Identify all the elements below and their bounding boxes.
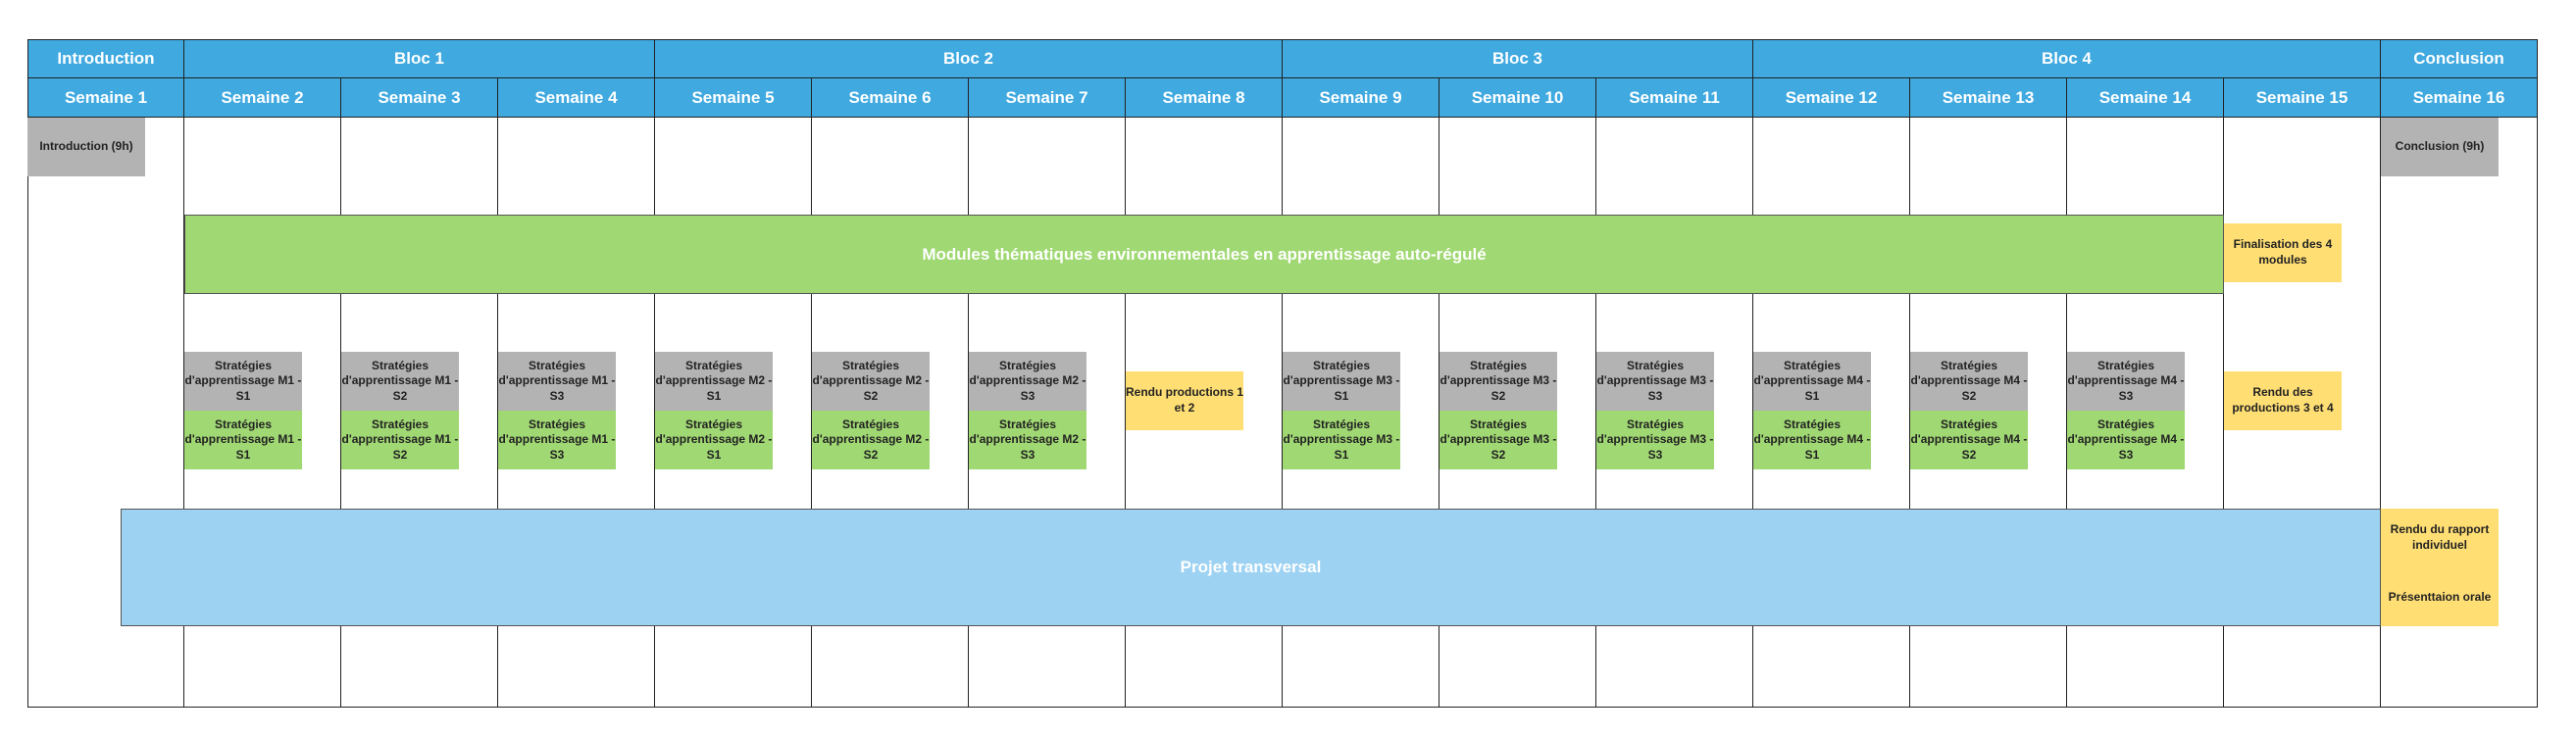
rendu-productions-3-4-box: Rendu des productions 3 et 4 [2224,371,2342,430]
block-header-1: Introduction [27,39,184,78]
finalisation-box: Finalisation des 4 modules [2224,223,2342,282]
strategy-box-green: Stratégies d'apprentissage M4 - S3 [2067,411,2185,469]
week-header-10: Semaine 10 [1440,78,1596,118]
strategy-box-green: Stratégies d'apprentissage M3 - S3 [1596,411,1714,469]
week-header-5: Semaine 5 [655,78,812,118]
modules-band: Modules thématiques environnementales en… [184,215,2224,294]
week-header-9: Semaine 9 [1283,78,1440,118]
block-header-6: Conclusion [2381,39,2538,78]
strategy-box-gray: Stratégies d'apprentissage M1 - S1 [184,352,302,411]
week-header-3: Semaine 3 [341,78,498,118]
block-header-4: Bloc 3 [1283,39,1753,78]
rendu-productions-1-2-box: Rendu productions 1 et 2 [1126,371,1243,430]
final-deliverables-box [2381,509,2499,626]
strategy-box-gray: Stratégies d'apprentissage M4 - S3 [2067,352,2185,411]
week-header-14: Semaine 14 [2067,78,2224,118]
week-header-7: Semaine 7 [969,78,1126,118]
project-band: Projet transversal [121,509,2381,626]
week-header-15: Semaine 15 [2224,78,2381,118]
strategy-box-green: Stratégies d'apprentissage M3 - S1 [1283,411,1400,469]
strategy-box-green: Stratégies d'apprentissage M2 - S3 [969,411,1086,469]
week-header-16: Semaine 16 [2381,78,2538,118]
strategy-box-gray: Stratégies d'apprentissage M2 - S2 [812,352,930,411]
week-header-6: Semaine 6 [812,78,969,118]
strategy-box-green: Stratégies d'apprentissage M3 - S2 [1440,411,1557,469]
block-header-5: Bloc 4 [1753,39,2381,78]
strategy-box-gray: Stratégies d'apprentissage M4 - S1 [1753,352,1871,411]
conclusion-box: Conclusion (9h) [2381,118,2499,176]
strategy-box-green: Stratégies d'apprentissage M1 - S1 [184,411,302,469]
rapport-label: Rendu du rapport individuel [2390,522,2490,552]
strategy-box-gray: Stratégies d'apprentissage M3 - S3 [1596,352,1714,411]
strategy-box-green: Stratégies d'apprentissage M2 - S1 [655,411,773,469]
strategy-box-gray: Stratégies d'apprentissage M3 - S2 [1440,352,1557,411]
strategy-box-green: Stratégies d'apprentissage M1 - S3 [498,411,616,469]
strategy-box-gray: Stratégies d'apprentissage M3 - S1 [1283,352,1400,411]
strategy-box-gray: Stratégies d'apprentissage M4 - S2 [1910,352,2028,411]
block-header-2: Bloc 1 [184,39,655,78]
strategy-box-gray: Stratégies d'apprentissage M2 - S1 [655,352,773,411]
week-header-1: Semaine 1 [27,78,184,118]
week-header-4: Semaine 4 [498,78,655,118]
strategy-box-green: Stratégies d'apprentissage M4 - S1 [1753,411,1871,469]
presentation-label: Présenttaion orale [2388,590,2492,605]
strategy-box-gray: Stratégies d'apprentissage M2 - S3 [969,352,1086,411]
week-header-12: Semaine 12 [1753,78,1910,118]
introduction-box: Introduction (9h) [27,118,145,176]
strategy-box-green: Stratégies d'apprentissage M1 - S2 [341,411,459,469]
week-header-2: Semaine 2 [184,78,341,118]
strategy-box-green: Stratégies d'apprentissage M4 - S2 [1910,411,2028,469]
strategy-box-gray: Stratégies d'apprentissage M1 - S3 [498,352,616,411]
week-header-11: Semaine 11 [1596,78,1753,118]
block-header-3: Bloc 2 [655,39,1283,78]
strategy-box-green: Stratégies d'apprentissage M2 - S2 [812,411,930,469]
week-header-8: Semaine 8 [1126,78,1283,118]
strategy-box-gray: Stratégies d'apprentissage M1 - S2 [341,352,459,411]
week-header-13: Semaine 13 [1910,78,2067,118]
